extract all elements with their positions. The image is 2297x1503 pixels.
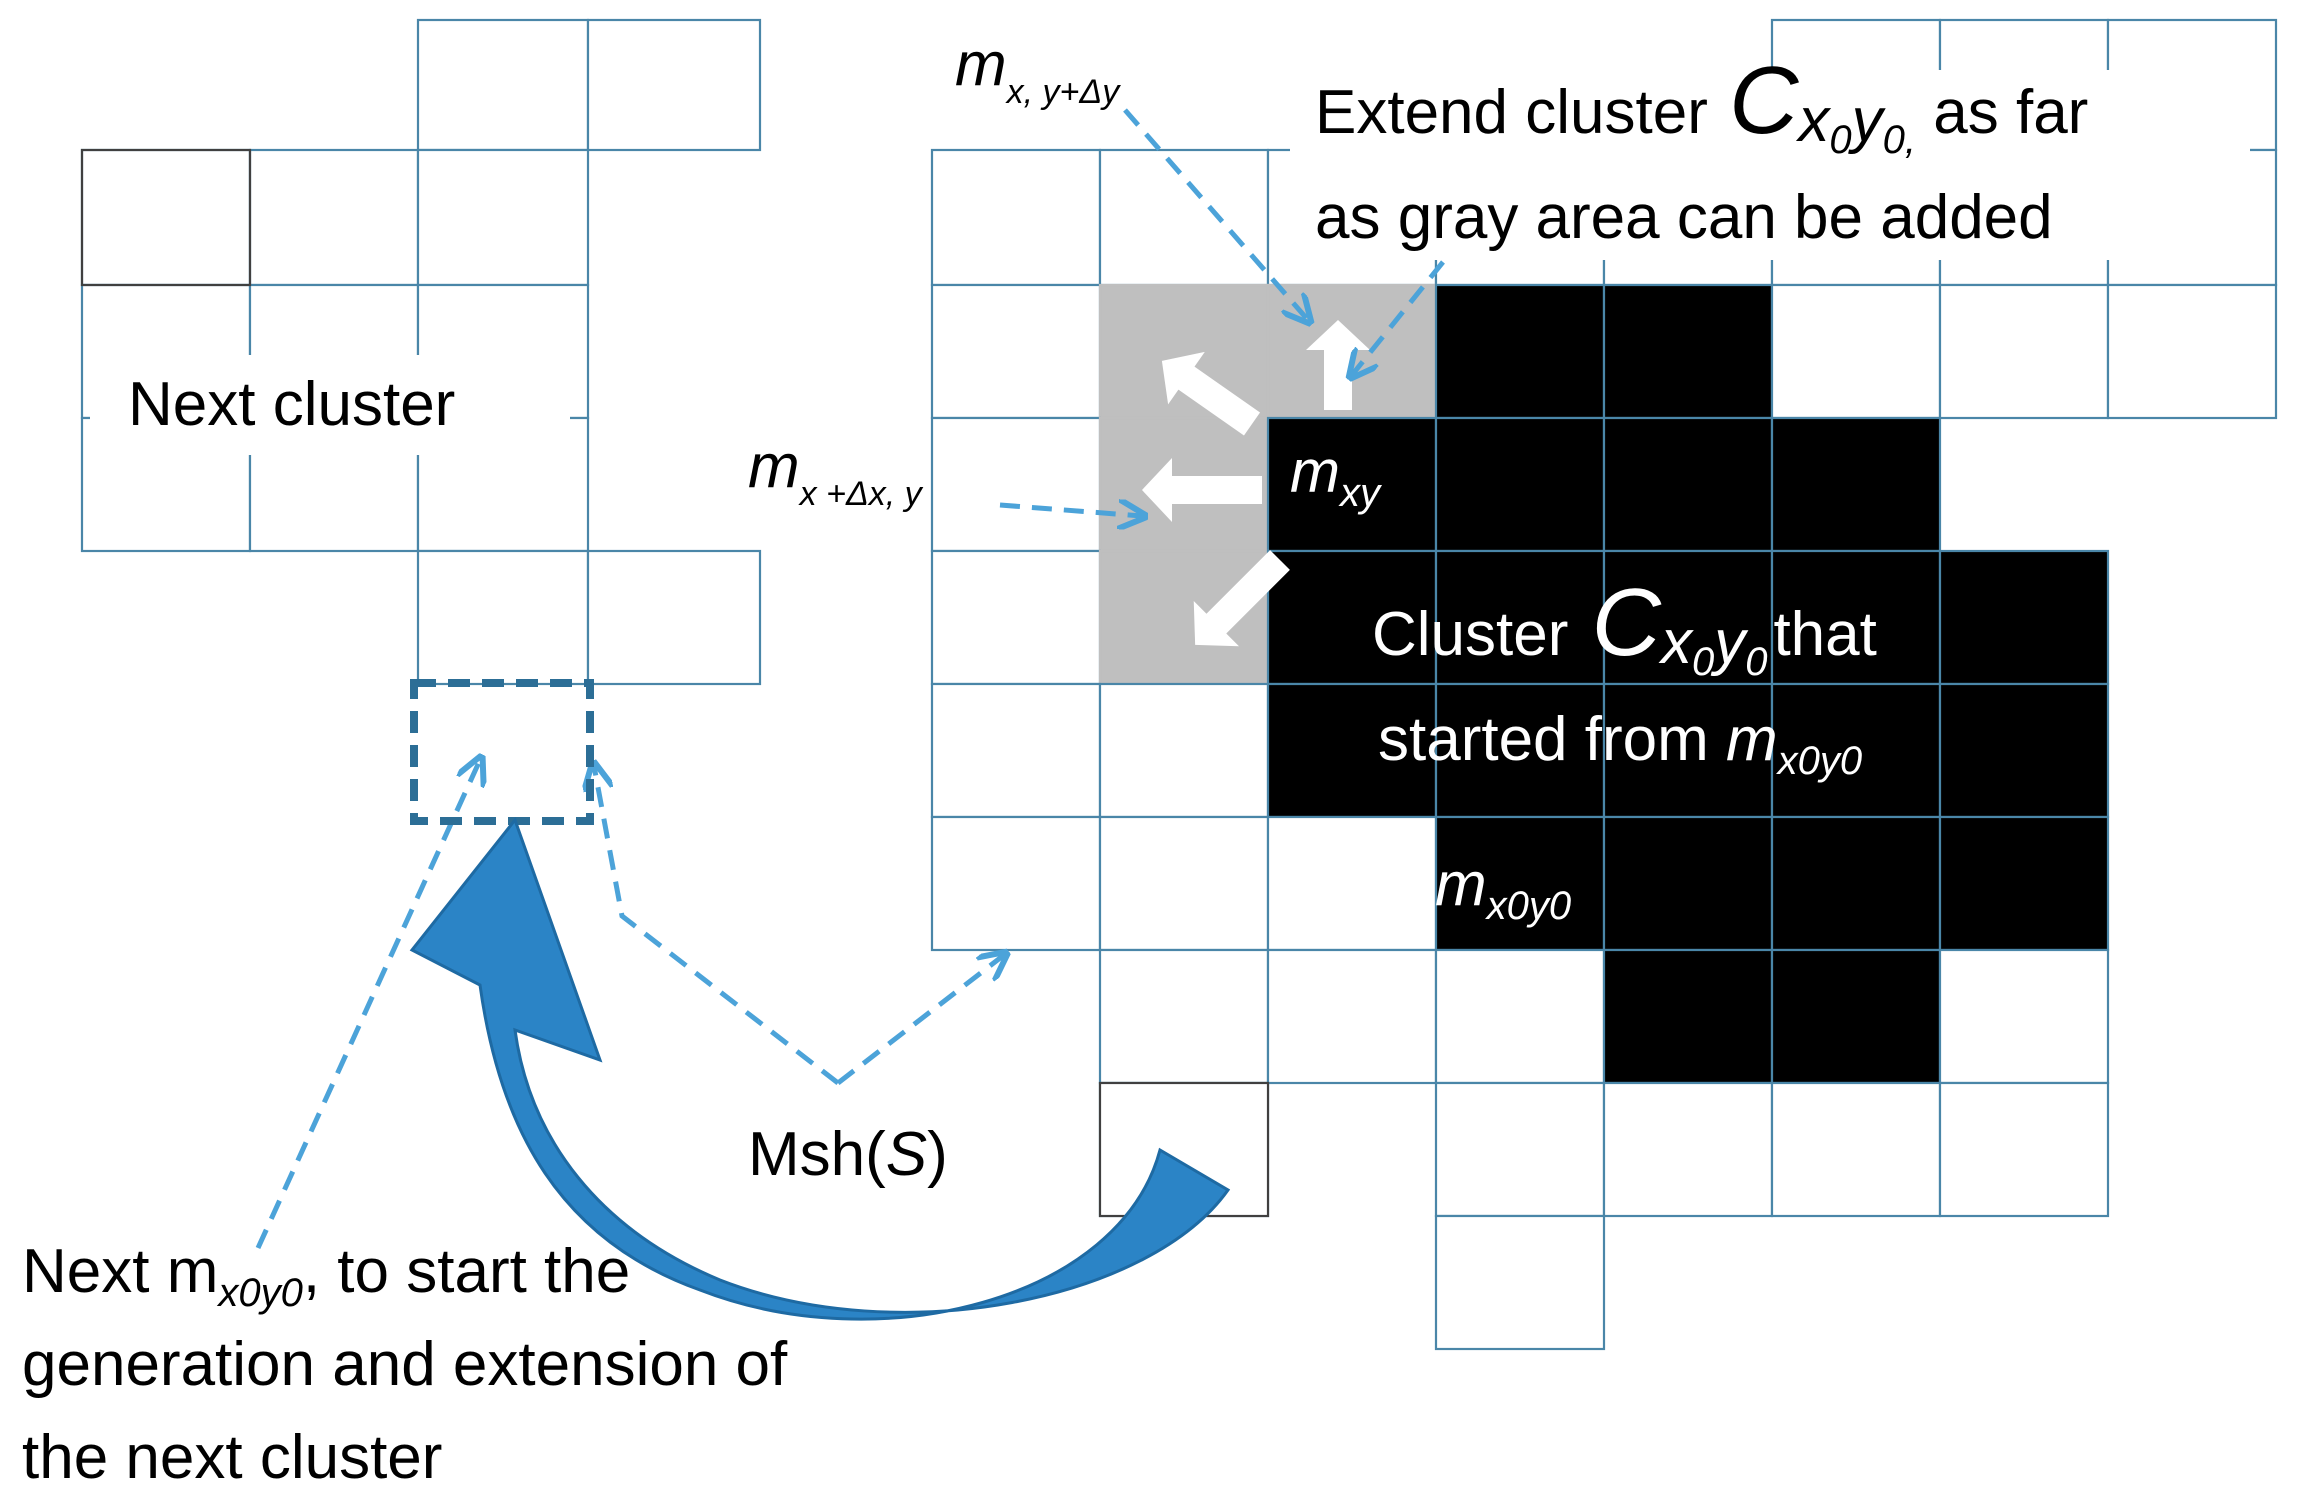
m-xy-label: mxy — [1290, 438, 1383, 515]
left-mesh-cell-dark — [80, 148, 252, 287]
cluster-cell — [1602, 283, 1774, 420]
cluster-cell — [1434, 682, 1606, 819]
mesh-cell — [1770, 1081, 1942, 1218]
cluster-cell — [1266, 416, 1438, 553]
cluster-cell — [1266, 549, 1438, 686]
cluster-cell — [1602, 948, 1774, 1085]
next-start-caption-line1: Next mx0y0, to start the — [22, 1237, 630, 1315]
mesh-cell — [1602, 1081, 1774, 1218]
gray-area-cell — [1098, 283, 1270, 420]
cluster-cell — [1434, 815, 1606, 952]
mesh-cell — [2106, 283, 2278, 420]
cluster-cell — [1770, 682, 1942, 819]
mesh-cell — [1770, 283, 1942, 420]
mesh-cell — [930, 815, 1102, 952]
cluster-cell — [1434, 283, 1606, 420]
cluster-cell — [1938, 682, 2110, 819]
next-cluster-label-background — [90, 355, 570, 455]
left-mesh-cell — [416, 18, 590, 152]
m-neighbor-top-label: mx, y+Δy — [955, 30, 1121, 111]
cluster-cell — [1938, 549, 2110, 686]
next-cluster-label: Next cluster — [128, 370, 455, 439]
mesh-cell — [1938, 948, 2110, 1085]
cluster-cell — [1770, 549, 1942, 686]
next-start-caption-line2: generation and extension of — [22, 1330, 788, 1399]
arrow-up-icon — [1306, 320, 1370, 410]
next-start-caption-line3: the next cluster — [22, 1423, 442, 1492]
curved-arrow-icon — [409, 816, 1231, 1321]
mesh-cell — [930, 416, 1102, 553]
left-mesh-cell — [586, 549, 762, 686]
pointer-top-neighbor — [1123, 108, 1308, 320]
cluster-label-line2: started from mx0y0 — [1378, 705, 1862, 783]
mesh-cell — [930, 549, 1102, 686]
mesh-cell — [930, 682, 1102, 819]
arrow-left-icon — [1142, 458, 1262, 522]
mesh-cell — [1098, 148, 1270, 287]
mesh-cell — [1098, 948, 1270, 1085]
pointer-msh-to-mesh — [836, 955, 1004, 1085]
arrow-up-left-icon — [1161, 351, 1261, 436]
mesh-cell — [1434, 948, 1606, 1085]
cluster-cell — [1602, 815, 1774, 952]
mesh-cell — [1098, 815, 1270, 952]
mesh-cell — [930, 283, 1102, 420]
dashed-pointers — [255, 108, 1445, 1250]
cluster-cell — [1602, 682, 1774, 819]
cluster-cell — [1938, 815, 2110, 952]
pointer-extend-to-cell — [1352, 260, 1445, 375]
left-mesh-cell — [416, 549, 590, 686]
cluster-cell — [1434, 416, 1606, 553]
extend-label-line1: Extend cluster Cx0y0, as far — [1315, 47, 2088, 162]
pointer-msh-to-next — [594, 766, 840, 1085]
extend-label-line2: as gray area can be added — [1315, 183, 2053, 252]
msh-label: Msh(S) — [748, 1120, 948, 1189]
mesh-cell — [930, 148, 1102, 287]
left-mesh-cell — [416, 148, 590, 287]
pointer-left-neighbor — [999, 505, 1142, 516]
left-mesh-cell — [248, 148, 420, 287]
direction-arrow-icons — [1142, 320, 1370, 647]
pointer-next-start — [255, 760, 480, 1250]
left-mesh-cell — [586, 18, 762, 152]
cluster-cell — [1434, 549, 1606, 686]
mesh-cell — [1434, 1214, 1606, 1351]
cluster-cell — [1770, 416, 1942, 553]
arrow-down-left-icon — [1193, 550, 1290, 647]
m-neighbor-left-label: mx +Δx, y — [748, 432, 924, 513]
mesh-cell — [1266, 815, 1438, 952]
mesh-cell — [1938, 283, 2110, 420]
mesh-cell — [1266, 948, 1438, 1085]
m-start-label: mx0y0 — [1435, 850, 1571, 928]
msh-label-background — [735, 1105, 995, 1195]
left-mesh-cell — [80, 148, 252, 287]
mesh-cell — [1938, 1081, 2110, 1218]
cluster-label-line1: Cluster Cx0y0that — [1372, 569, 1877, 684]
next-start-cell-box — [410, 679, 594, 825]
cluster-cell — [1770, 815, 1942, 952]
extend-label-background — [1290, 70, 2250, 260]
gray-area-cell — [1098, 549, 1270, 686]
cluster-cell — [1602, 416, 1774, 553]
mesh-cell — [1434, 1081, 1606, 1218]
mesh-cell — [1098, 682, 1270, 819]
cluster-cell — [1770, 948, 1942, 1085]
